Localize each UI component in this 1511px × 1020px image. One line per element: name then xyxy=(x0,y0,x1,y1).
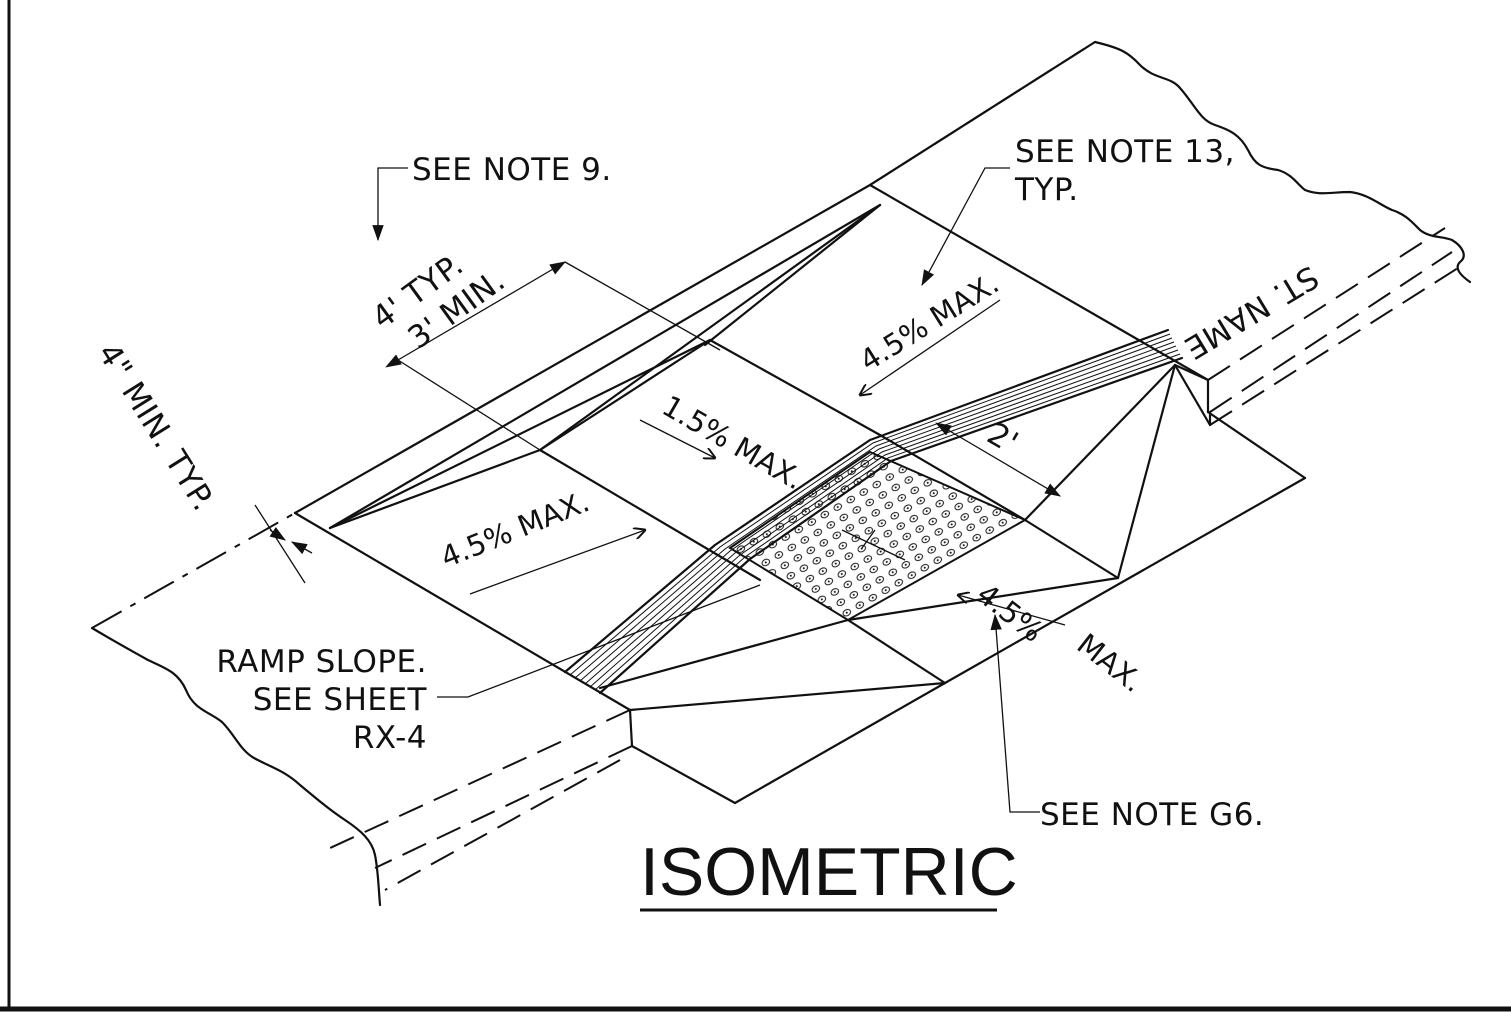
slope-mid-label: 1.5% MAX. xyxy=(657,389,810,497)
see-sheet-label: SEE SHEET xyxy=(253,682,428,718)
street-name-label: ST. NAME xyxy=(1178,258,1325,366)
slope-top-label: 4.5% MAX. xyxy=(854,266,1005,378)
break-lines xyxy=(90,40,1472,907)
slope-arrows xyxy=(469,299,1066,626)
sheet-rx4-label: RX-4 xyxy=(353,720,427,756)
see-note-9-label: SEE NOTE 9. xyxy=(412,152,612,188)
slope-left-label: 4.5% MAX. xyxy=(436,484,594,574)
drawing-title: ISOMETRIC xyxy=(640,834,1018,910)
ramp-body xyxy=(293,183,1307,805)
ramp-slope-label: RAMP SLOPE. xyxy=(216,644,427,680)
see-note-13-typ-label: TYP. xyxy=(1014,172,1079,208)
dim-4in-min-typ-label: 4" MIN. TYP. xyxy=(90,337,221,517)
street-edges xyxy=(91,40,1459,891)
slope-right-max-label: MAX. xyxy=(1071,627,1150,699)
top-right-break-line xyxy=(1093,40,1472,284)
slope-right-value-label: 4.5% xyxy=(971,577,1050,649)
dimension-lines xyxy=(254,167,1061,813)
see-note-g6-label: SEE NOTE G6. xyxy=(1040,797,1264,833)
see-note-13-label: SEE NOTE 13, xyxy=(1015,134,1235,170)
bottom-left-break-line xyxy=(90,626,382,907)
